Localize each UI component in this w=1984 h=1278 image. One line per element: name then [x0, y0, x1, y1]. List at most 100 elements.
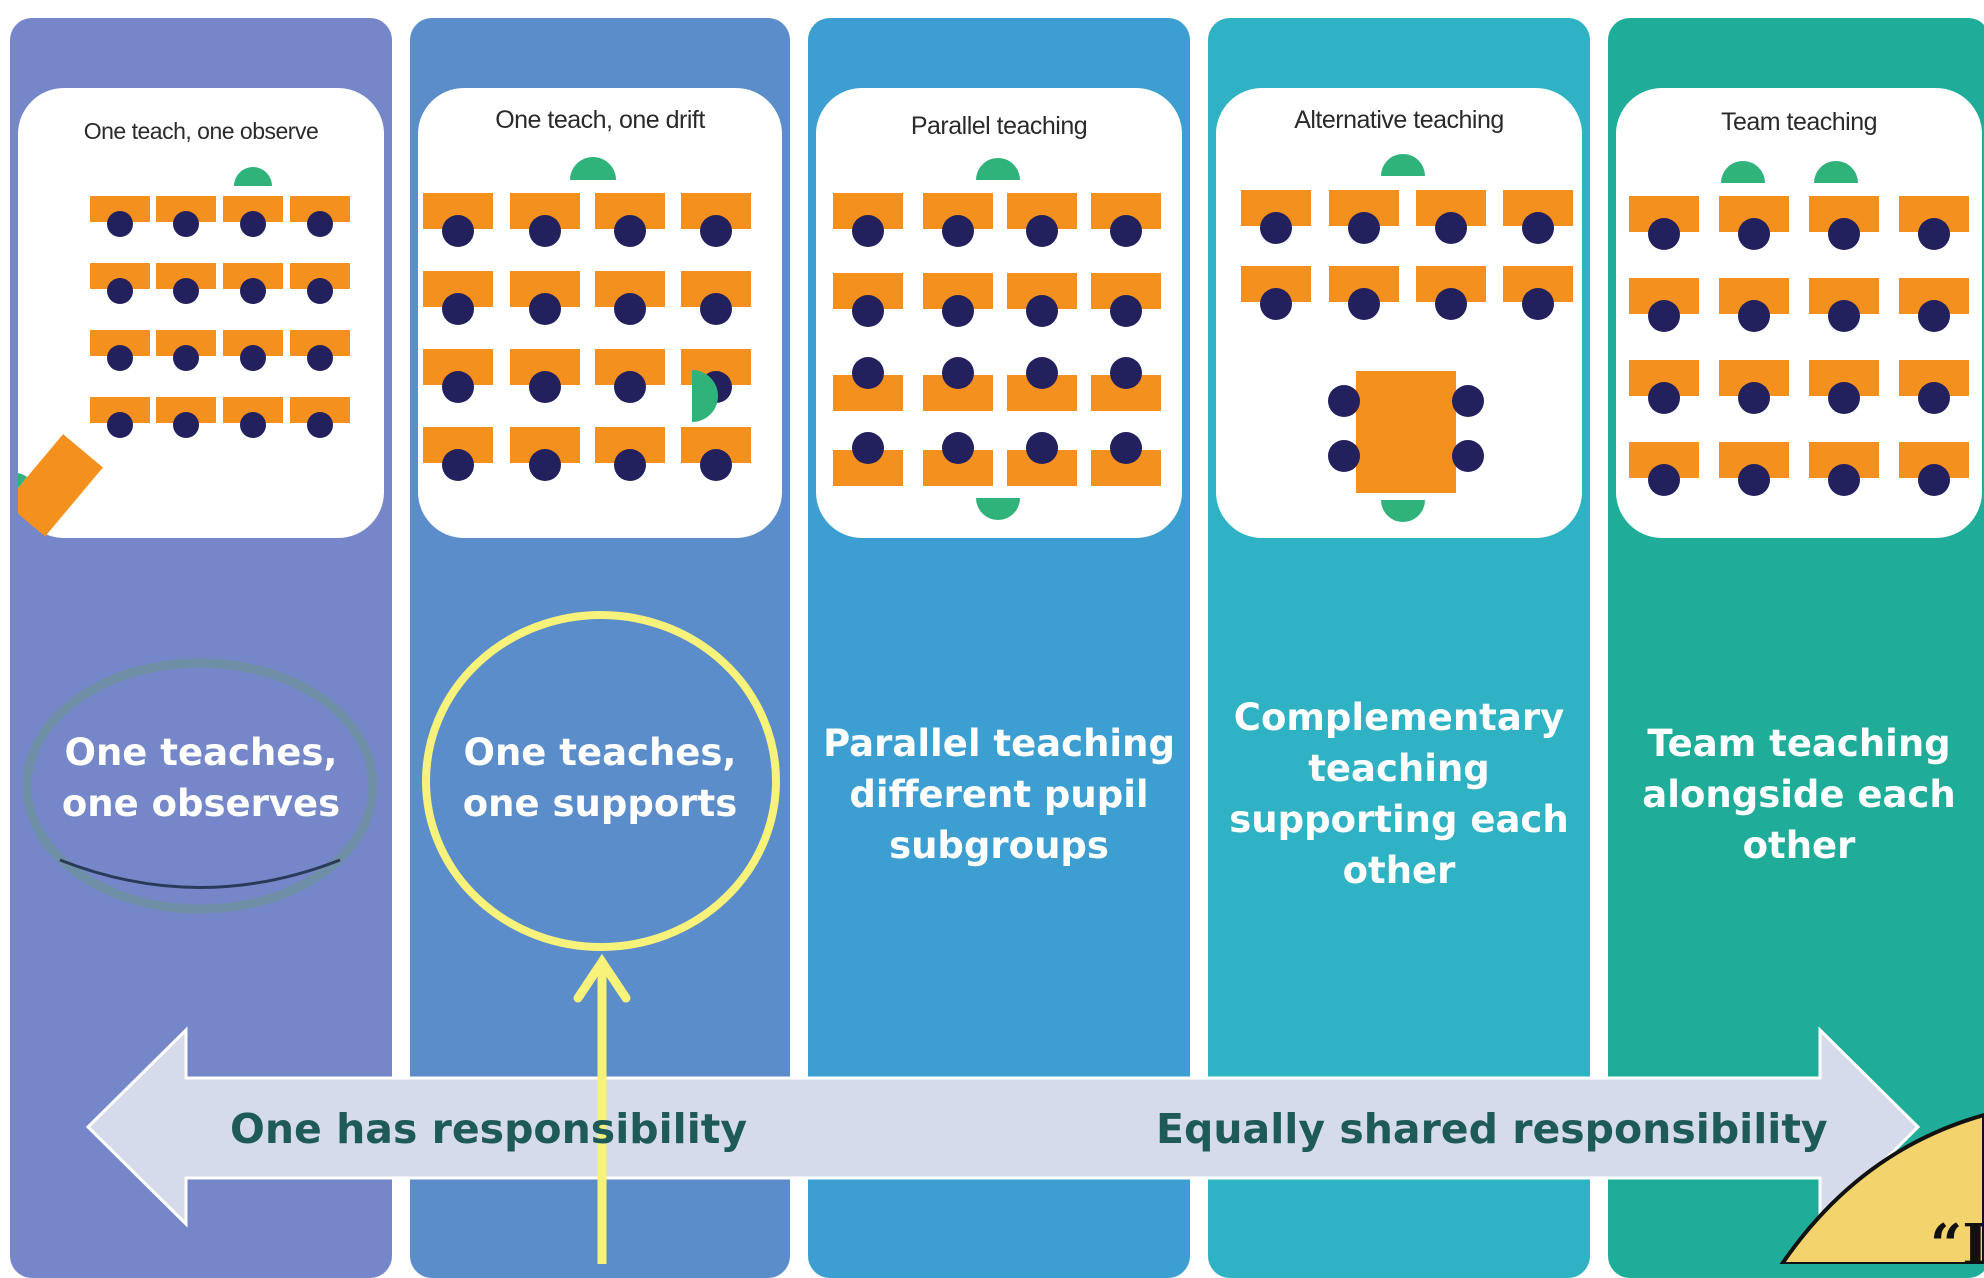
card-title: One teach, one drift	[495, 106, 705, 134]
observe-ring	[22, 658, 378, 914]
classroom-diagram-observe	[18, 167, 350, 537]
student	[1648, 382, 1680, 414]
student	[1435, 288, 1467, 320]
classroom-card-parallel: Parallel teaching	[816, 88, 1182, 538]
teacher	[692, 370, 718, 422]
student	[852, 295, 884, 327]
teacher	[18, 473, 28, 502]
student	[1026, 357, 1058, 389]
responsibility-double-arrow	[85, 1026, 1921, 1228]
student	[529, 215, 561, 247]
student	[240, 278, 266, 304]
student	[1522, 288, 1554, 320]
student	[307, 412, 333, 438]
classroom-card-team: Team teaching	[1616, 88, 1982, 538]
classroom-diagram-team	[1629, 161, 1969, 496]
student	[852, 215, 884, 247]
student	[1452, 385, 1484, 417]
student	[107, 211, 133, 237]
student	[942, 215, 974, 247]
student	[1828, 382, 1860, 414]
student	[1918, 382, 1950, 414]
student	[107, 412, 133, 438]
card-title: Parallel teaching	[910, 112, 1088, 140]
student	[1110, 357, 1142, 389]
right-responsibility-label: Equally shared responsibility	[1156, 1105, 1828, 1153]
classroom-card-drift: One teach, one drift	[418, 88, 782, 538]
observe-ring-shadow	[59, 858, 341, 889]
teacher	[976, 158, 1020, 180]
student	[1328, 440, 1360, 472]
student	[1648, 464, 1680, 496]
classroom-card-observe: One teach, one observe	[18, 88, 384, 538]
student	[1260, 288, 1292, 320]
student	[307, 278, 333, 304]
student	[1738, 218, 1770, 250]
student	[442, 293, 474, 325]
student	[307, 211, 333, 237]
student	[1918, 464, 1950, 496]
student	[1110, 295, 1142, 327]
student	[173, 345, 199, 371]
student	[700, 449, 732, 481]
student	[700, 293, 732, 325]
student	[700, 215, 732, 247]
pointer-arrow-head	[573, 953, 631, 1003]
student	[442, 371, 474, 403]
student	[1738, 464, 1770, 496]
classroom-card-alternative: Alternative teaching	[1216, 88, 1582, 538]
card-title: Team teaching	[1720, 108, 1878, 136]
student	[173, 412, 199, 438]
student	[1918, 218, 1950, 250]
student	[852, 357, 884, 389]
student	[942, 357, 974, 389]
student	[529, 371, 561, 403]
student	[1110, 432, 1142, 464]
student	[942, 432, 974, 464]
student	[442, 449, 474, 481]
model-column-observe: One teach, one observe One teaches,one o…	[10, 18, 392, 1278]
student	[614, 449, 646, 481]
student	[1648, 300, 1680, 332]
student	[173, 211, 199, 237]
student	[307, 345, 333, 371]
student	[1918, 300, 1950, 332]
student	[107, 278, 133, 304]
student	[1828, 218, 1860, 250]
student	[240, 412, 266, 438]
corner-blob	[1779, 1112, 1984, 1264]
student	[614, 293, 646, 325]
student	[1828, 300, 1860, 332]
student	[1026, 432, 1058, 464]
classroom-diagram-drift	[423, 157, 751, 481]
highlight-circle	[422, 611, 780, 951]
classroom-diagram-alternative	[1241, 154, 1573, 522]
observer-desk	[18, 434, 103, 537]
student	[1452, 440, 1484, 472]
left-responsibility-label: One has responsibility	[230, 1105, 748, 1153]
student	[1026, 215, 1058, 247]
teacher	[976, 498, 1020, 520]
student	[1435, 212, 1467, 244]
classroom-diagram-parallel	[833, 158, 1161, 520]
student	[852, 432, 884, 464]
student	[442, 215, 474, 247]
student	[107, 345, 133, 371]
student	[1348, 212, 1380, 244]
teacher	[1381, 500, 1425, 522]
student	[614, 215, 646, 247]
student	[240, 211, 266, 237]
observer-desk-group	[18, 434, 103, 537]
student	[1738, 300, 1770, 332]
teacher	[1721, 161, 1765, 183]
teacher	[1814, 161, 1858, 183]
student	[173, 278, 199, 304]
student	[1738, 382, 1770, 414]
student	[1110, 215, 1142, 247]
